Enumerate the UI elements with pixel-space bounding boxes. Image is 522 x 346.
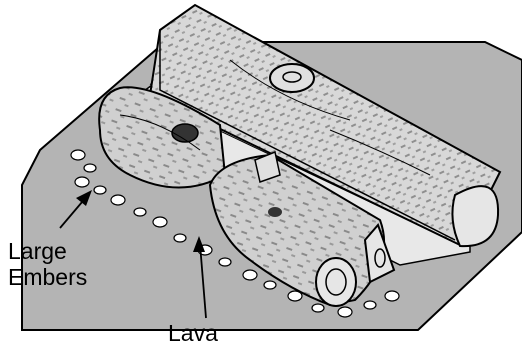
lava-label: Lava	[168, 320, 218, 346]
large-embers-label-line1: Large	[8, 238, 87, 264]
large-embers-label-line2: Embers	[8, 264, 87, 290]
large-embers-label: Large Embers	[8, 238, 87, 290]
